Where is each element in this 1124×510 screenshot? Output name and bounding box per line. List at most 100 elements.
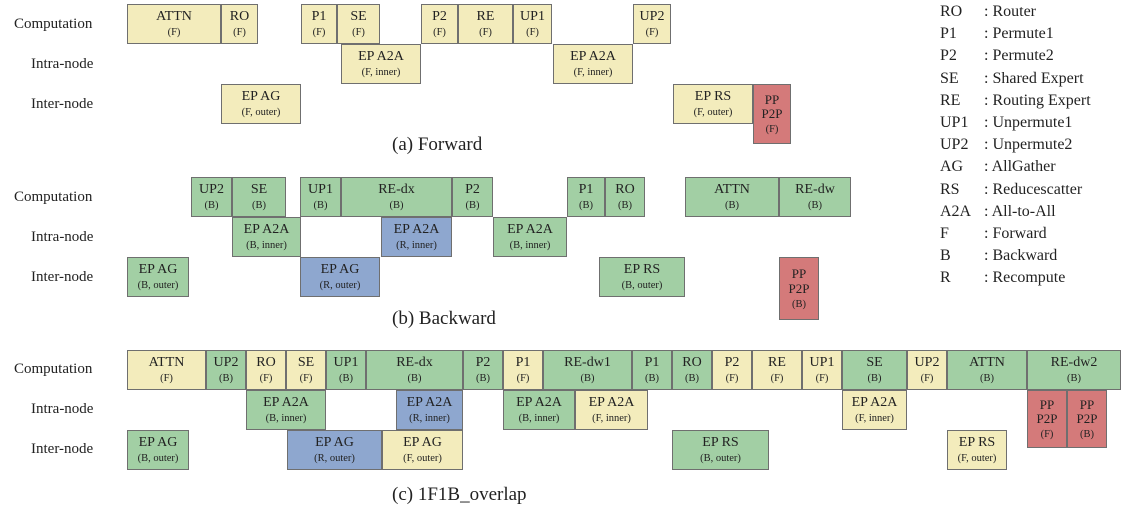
block-sublabel: (B) <box>808 199 822 211</box>
block-p2-f: P2(F) <box>712 350 752 390</box>
block-label: P2 <box>465 182 480 198</box>
block-ep-a2a-r-inner: EP A2A(R, inner) <box>396 390 463 430</box>
legend-abbr: SE <box>940 69 959 87</box>
block-label: RE-dw <box>795 182 835 198</box>
block-sublabel: (B) <box>204 199 219 211</box>
block-sublabel: (F) <box>516 372 530 384</box>
block-label: SE <box>866 355 883 371</box>
row-label-intra-node: Intra-node <box>31 401 94 417</box>
block-pp-p2p-f: PP P2P(F) <box>753 84 791 144</box>
block-label: RO <box>229 9 250 25</box>
legend-abbr: UP1 <box>940 114 969 131</box>
block-label: ATTN <box>156 9 192 25</box>
block-label: RO <box>256 355 276 371</box>
block-sublabel: (B) <box>339 372 353 384</box>
block-sublabel: (B) <box>725 199 739 211</box>
block-sublabel: (B, outer) <box>621 279 663 291</box>
block-label: EP RS <box>958 435 996 451</box>
block-ep-a2a-f-inner: EP A2A(F, inner) <box>341 44 421 84</box>
block-label: EP AG <box>241 89 281 105</box>
block-label: EP A2A <box>516 395 562 411</box>
block-ep-ag-b-outer: EP AG(B, outer) <box>127 430 189 470</box>
block-label: EP A2A <box>263 395 309 411</box>
legend-desc: : Unpermute1 <box>984 114 1073 131</box>
legend-abbr: RS <box>940 180 960 198</box>
block-label: EP A2A <box>393 222 440 238</box>
block-label: EP AG <box>315 435 354 451</box>
block-sublabel: (B, outer) <box>137 452 179 464</box>
block-label: P1 <box>311 9 327 25</box>
legend-abbr: B <box>940 247 951 265</box>
block-label: EP A2A <box>358 49 404 65</box>
block-sublabel: (B) <box>980 372 994 384</box>
block-re-f: RE(F) <box>752 350 802 390</box>
block-label: EP A2A <box>507 222 553 238</box>
block-label: EP A2A <box>243 222 290 238</box>
block-sublabel: (F) <box>770 372 784 384</box>
block-label: EP A2A <box>851 395 898 411</box>
legend-abbr: P2 <box>940 47 957 65</box>
block-sublabel: (B) <box>407 372 422 384</box>
block-re-dw-b: RE-dw(B) <box>779 177 851 217</box>
block-up1-f: UP1(F) <box>802 350 842 390</box>
block-sublabel: (F) <box>233 26 246 38</box>
block-ep-rs-f-outer: EP RS(F, outer) <box>947 430 1007 470</box>
legend-abbr: AG <box>940 158 964 176</box>
legend-desc: : Forward <box>984 225 1047 242</box>
block-label: EP RS <box>623 262 661 278</box>
caption-1f1b-overlap: (c) 1F1B_overlap <box>392 484 527 505</box>
block-ep-ag-f-outer: EP AG(F, outer) <box>382 430 463 470</box>
block-label: UP1 <box>520 9 545 25</box>
block-label: EP RS <box>694 89 732 105</box>
block-label: RE-dw1 <box>564 355 611 371</box>
block-up1-b: UP1(B) <box>300 177 341 217</box>
block-up2-b: UP2(B) <box>191 177 232 217</box>
legend-desc: : Unpermute2 <box>984 136 1073 154</box>
legend-item-p1: P1: Permute1 <box>940 24 1054 44</box>
block-sublabel: (R, outer) <box>314 452 355 464</box>
block-pp-p2p-b: PP P2P(B) <box>779 257 819 320</box>
block-sublabel: (F) <box>433 26 446 38</box>
row-label-inter-node: Inter-node <box>31 96 94 112</box>
block-ep-a2a-b-inner: EP A2A(B, inner) <box>232 217 301 257</box>
block-se-b: SE(B) <box>842 350 907 390</box>
block-sublabel: (B) <box>580 372 595 384</box>
block-sublabel: (F) <box>645 26 659 38</box>
legend-desc: : All-to-All <box>984 202 1056 220</box>
block-label: P1 <box>515 355 531 371</box>
block-sublabel: (B) <box>579 199 593 211</box>
block-sublabel: (F) <box>352 26 365 38</box>
legend-item-ag: AG: AllGather <box>940 157 1056 177</box>
legend-item-ro: RO: Router <box>940 2 1036 22</box>
row-label-inter-node: Inter-node <box>31 441 94 457</box>
block-sublabel: (R, inner) <box>409 412 450 424</box>
block-label: RE <box>768 355 786 371</box>
block-sublabel: (F) <box>765 124 779 136</box>
block-ep-ag-b-outer: EP AG(B, outer) <box>127 257 189 297</box>
block-p2-f: P2(F) <box>421 4 458 44</box>
block-re-dw2-b: RE-dw2(B) <box>1027 350 1121 390</box>
block-label: P2 <box>724 355 740 371</box>
block-se-b: SE(B) <box>232 177 286 217</box>
block-ep-a2a-f-inner: EP A2A(F, inner) <box>575 390 648 430</box>
block-label: EP A2A <box>570 49 616 65</box>
block-sublabel: (B) <box>618 199 632 211</box>
legend-abbr: RE <box>940 91 961 109</box>
block-up1-f: UP1(F) <box>513 4 552 44</box>
block-sublabel: (B) <box>867 372 882 384</box>
block-label: EP AG <box>138 262 178 278</box>
block-sublabel: (F, inner) <box>573 66 613 78</box>
block-sublabel: (B) <box>476 372 490 384</box>
legend-item-b: B: Backward <box>940 246 1057 266</box>
legend-desc: : Shared Expert <box>984 69 1084 87</box>
block-label: EP RS <box>702 435 739 451</box>
block-label: RO <box>682 355 702 371</box>
block-sublabel: (B, outer) <box>700 452 741 464</box>
block-sublabel: (F, inner) <box>592 412 631 424</box>
block-sublabel: (B) <box>252 199 266 211</box>
block-sublabel: (F, outer) <box>403 452 442 464</box>
block-sublabel: (F) <box>815 372 829 384</box>
block-sublabel: (F, inner) <box>361 66 401 78</box>
block-attn-b: ATTN(B) <box>685 177 779 217</box>
